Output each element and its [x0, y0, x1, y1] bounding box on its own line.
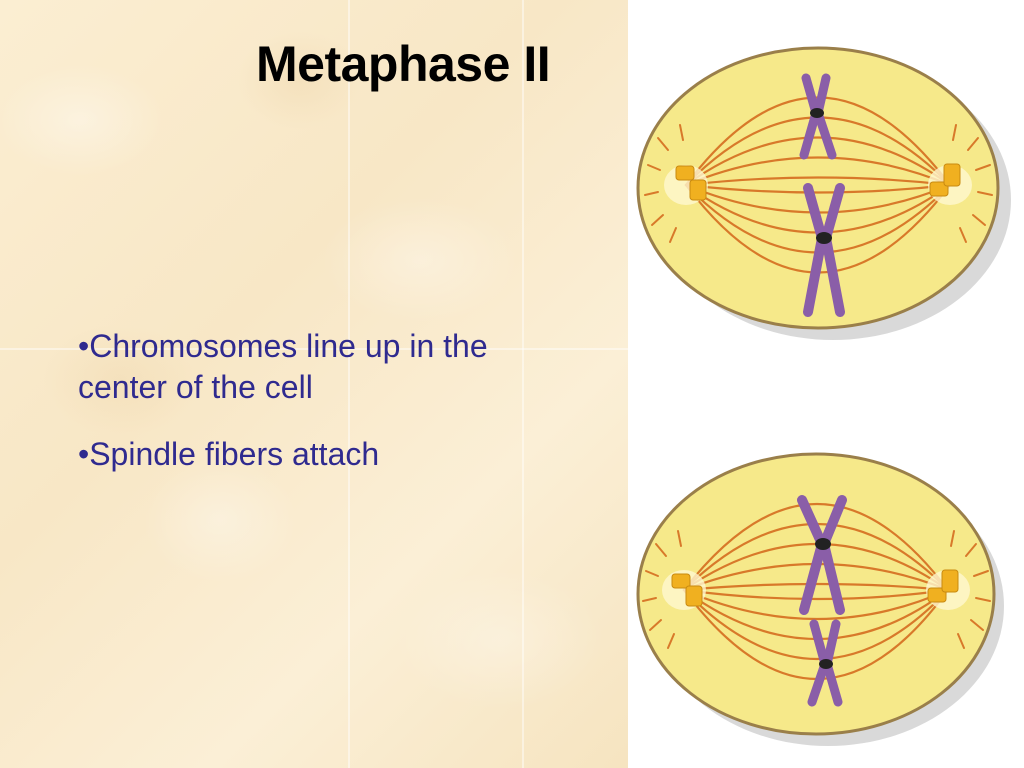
- bullet-item: •Spindle fibers attach: [78, 436, 380, 472]
- slide-title: Metaphase II: [256, 36, 551, 92]
- parchment-background: [0, 0, 628, 768]
- aster-rays-right: [952, 124, 993, 243]
- chromosome: [799, 73, 837, 160]
- centriole-left: [662, 570, 706, 610]
- aster-rays-right: [950, 530, 991, 649]
- chromosome: [797, 495, 847, 615]
- aster-rays-left: [642, 530, 682, 649]
- bullet-item: •Chromosomes line up in the center of th…: [78, 328, 488, 405]
- bullet-list: •Chromosomes line up in the center of th…: [78, 326, 518, 501]
- centriole-left: [664, 165, 708, 205]
- centriole-right: [928, 163, 972, 205]
- cell-diagram-top: [636, 46, 1011, 340]
- chromosome: [803, 183, 845, 317]
- cell-body: [636, 46, 1000, 330]
- centriole-right: [926, 569, 970, 610]
- aster-rays-left: [644, 124, 684, 243]
- cell-body: [636, 452, 996, 736]
- cell-diagram-bottom: [636, 452, 1004, 746]
- chromosome: [807, 619, 843, 707]
